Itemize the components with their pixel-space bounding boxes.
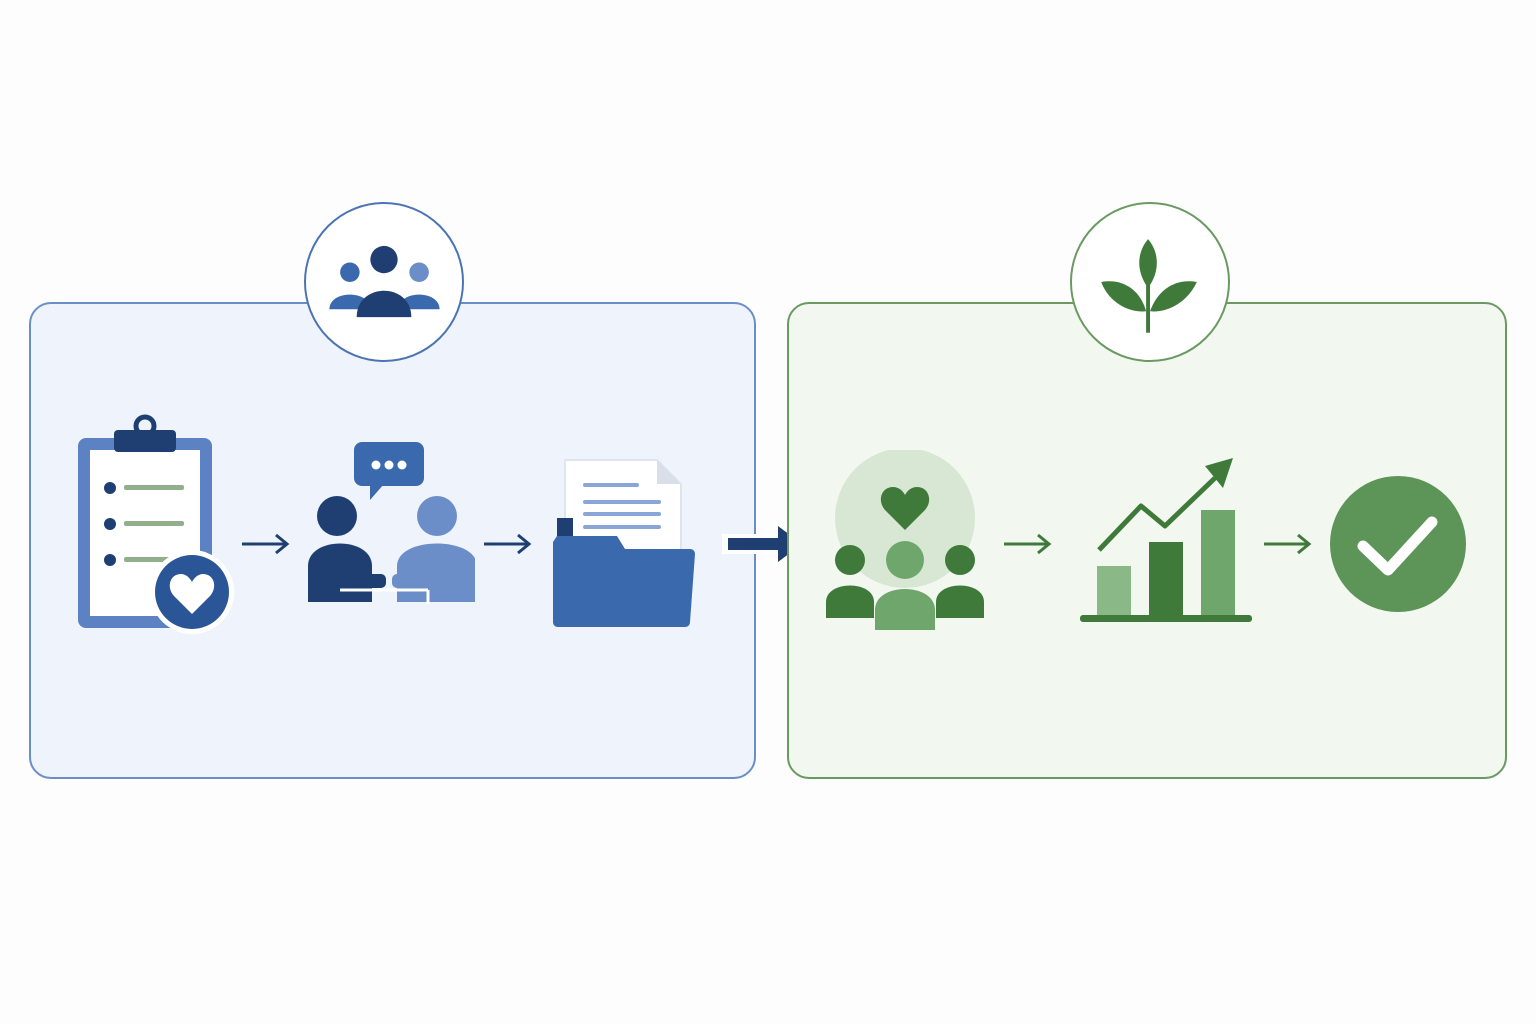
right-section-badge	[1070, 202, 1230, 362]
arrow-right-icon	[242, 533, 290, 555]
folder-documents-icon	[553, 459, 695, 627]
community-heart-icon	[826, 450, 984, 630]
check-circle-icon	[1330, 476, 1466, 612]
growth-chart-icon	[1080, 458, 1252, 622]
main-arrow-connector	[718, 512, 814, 576]
arrow-connector	[1000, 530, 1056, 558]
consultation-conversation-icon	[308, 442, 475, 604]
clipboard-heart-icon	[78, 414, 234, 634]
step-growth-chart	[1075, 452, 1260, 630]
step-consultation	[300, 438, 475, 610]
step-community	[820, 450, 990, 635]
people-group-icon	[329, 245, 440, 318]
arrow-right-icon	[1004, 533, 1052, 555]
step-clipboard	[70, 410, 240, 640]
bold-arrow-right-icon	[722, 518, 806, 570]
arrow-right-icon	[484, 533, 532, 555]
step-success	[1328, 474, 1468, 614]
step-folder	[545, 450, 705, 635]
left-section-badge	[304, 202, 464, 362]
arrow-connector	[480, 530, 536, 558]
arrow-connector	[238, 530, 294, 558]
plant-sprout-icon	[1101, 239, 1197, 333]
arrow-connector	[1260, 530, 1316, 558]
arrow-right-icon	[1264, 533, 1312, 555]
